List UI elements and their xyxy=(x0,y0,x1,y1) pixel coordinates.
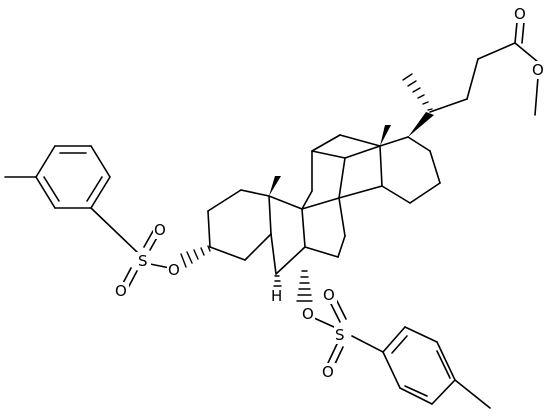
hash-bond xyxy=(412,87,421,93)
bond xyxy=(313,317,335,328)
stereo-bond-layer xyxy=(180,73,434,302)
bond xyxy=(407,136,431,152)
bond xyxy=(209,246,246,261)
bond xyxy=(477,42,516,60)
bond xyxy=(301,190,313,210)
bond xyxy=(381,185,411,204)
bond xyxy=(90,145,111,178)
bond xyxy=(429,150,441,184)
hash-bond xyxy=(180,253,187,268)
bond xyxy=(35,145,56,178)
bond xyxy=(207,210,211,248)
wedge-bond xyxy=(380,125,391,146)
atom-o-sulfonyl: O xyxy=(322,363,334,381)
bond xyxy=(338,157,346,199)
hash-bond xyxy=(186,251,193,264)
bond xyxy=(86,176,103,202)
bond xyxy=(382,326,406,353)
bond xyxy=(270,233,277,275)
bond xyxy=(240,189,270,197)
hash-bond xyxy=(427,108,433,111)
bond xyxy=(431,379,456,405)
hash-bond xyxy=(422,101,429,105)
bond xyxy=(268,195,303,210)
bond xyxy=(338,197,346,237)
bond xyxy=(404,385,428,397)
bond xyxy=(268,195,272,235)
bond xyxy=(149,263,171,269)
atom-o-tosylate-link: O xyxy=(302,305,314,323)
hash-bond xyxy=(402,73,413,81)
bond xyxy=(244,233,272,261)
bond xyxy=(35,176,56,209)
atom-o-sulfonyl: O xyxy=(115,282,127,300)
bond xyxy=(143,230,154,248)
atom-s-lower-tosyl: S xyxy=(335,326,345,344)
hash-bond xyxy=(207,245,211,252)
bond xyxy=(329,301,341,323)
bond xyxy=(391,335,408,354)
bond xyxy=(521,21,525,44)
atom-o-methoxy: O xyxy=(532,61,544,79)
bond xyxy=(338,185,383,199)
bond xyxy=(301,197,340,210)
bond xyxy=(436,350,451,379)
atom-h-c5: H xyxy=(271,287,282,305)
bond xyxy=(404,326,438,343)
bond xyxy=(382,351,401,389)
bond xyxy=(454,379,491,409)
hash-bond xyxy=(417,94,425,99)
atom-label-layer: S O O O H O S O O O O xyxy=(114,5,546,381)
bond xyxy=(327,343,338,364)
bond xyxy=(304,246,339,258)
bond xyxy=(127,270,138,289)
bond xyxy=(514,42,539,63)
bond xyxy=(335,298,347,320)
bond xyxy=(379,145,383,187)
bond xyxy=(534,76,539,116)
hash-bond xyxy=(407,80,417,87)
atom-o-carbonyl: O xyxy=(514,5,526,23)
atom-s-upper-tosyl: S xyxy=(138,252,148,270)
bond xyxy=(409,182,441,204)
hash-bond xyxy=(200,247,205,256)
bond xyxy=(207,189,242,212)
bond xyxy=(337,235,346,258)
atom-o-sulfonyl: O xyxy=(154,221,166,239)
bond xyxy=(275,246,306,275)
bond xyxy=(379,136,409,147)
bond xyxy=(466,58,479,100)
wedge-bond xyxy=(269,176,281,196)
bond xyxy=(311,134,341,152)
atom-o-sulfonyl: O xyxy=(323,286,335,304)
atom-o-tosylate-link: O xyxy=(168,261,180,279)
bond xyxy=(43,176,60,202)
bond xyxy=(90,207,138,253)
bond xyxy=(344,145,381,159)
bond xyxy=(514,21,518,44)
bond xyxy=(311,150,346,159)
hash-bond xyxy=(193,249,199,260)
bond xyxy=(339,134,381,147)
bond xyxy=(351,335,384,353)
bond-layer xyxy=(4,21,539,409)
bond xyxy=(429,98,468,113)
bond xyxy=(90,176,111,209)
bond xyxy=(436,341,456,381)
bond xyxy=(399,387,433,405)
wedge-bond xyxy=(408,112,434,137)
bond xyxy=(333,346,344,367)
bond xyxy=(301,208,306,248)
